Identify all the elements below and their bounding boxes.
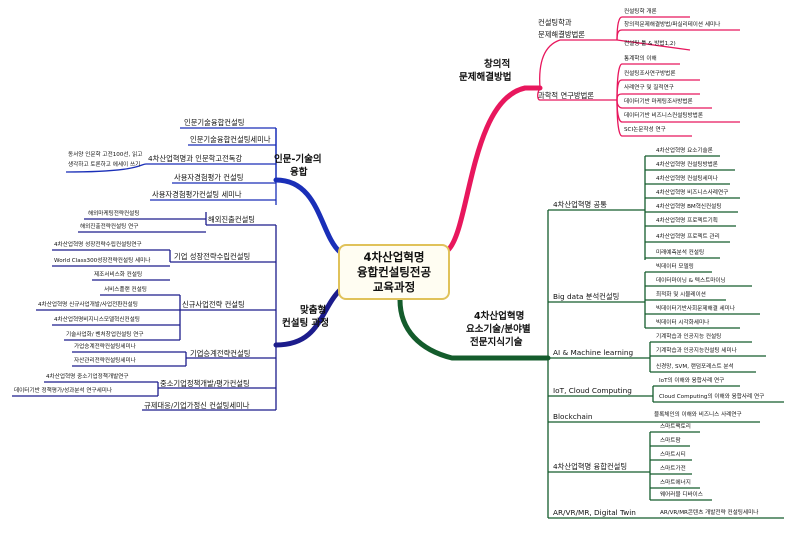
tech-fusion-item-5: 스마트에너지: [660, 480, 691, 486]
tech-fusion-item-4: 스마트가전: [660, 466, 686, 472]
custom-g2-item-1: 4차산업혁명 성장전략수립컨설팅연구: [54, 242, 142, 248]
tech-title-3: 전문지식기술: [470, 337, 523, 348]
center-line-3: 교육과정: [372, 279, 416, 294]
tech-common-item-1: 4차산업혁명 요소기술론: [656, 148, 713, 154]
tech-fusion-item-1: 스마트팩토리: [660, 424, 691, 430]
creative-sub1-line-1: 컨설팅학과: [538, 18, 572, 27]
tech-iot-label: IoT, Cloud Computing: [553, 386, 632, 395]
center-line-1: 4차산업혁명: [363, 249, 425, 264]
tech-fusion-label: 4차산업혁명 융합컨설팅: [553, 462, 628, 471]
custom-g3-item-1: 서비스플랜 컨설팅: [104, 287, 147, 293]
tech-common-item-3: 4차산업혁명 컨설팅세미나: [656, 176, 718, 182]
human-item-4: 사용자경험평가 컨설팅: [174, 173, 244, 182]
tech-bigdata-item-3: 최적화 및 시뮬레이션: [656, 292, 706, 298]
human-item-1: 인문기술융합컨설팅: [184, 118, 245, 127]
creative-title-1: 창의적: [484, 59, 511, 70]
tech-ai-item-1: 기계학습과 인공지능 컨설팅: [656, 334, 722, 340]
tech-bigdata-item-2: 데이터마이닝 & 텍스트마이닝: [656, 278, 726, 284]
human-item-2: 인문기술융합컨설팅세미나: [190, 135, 271, 144]
tech-ai-item-2: 기계학습과 인공지능컨설팅 세미나: [656, 348, 737, 354]
custom-g2-item-2: World Class300성장전략컨설팅 세미나: [54, 258, 151, 264]
creative-sub2-item-1: 통계학의 이해: [624, 56, 657, 62]
creative-sub2-item-6: SCI논문작성 연구: [624, 127, 666, 133]
custom-g4-label: 기업승계전략컨설팅: [190, 349, 251, 358]
tech-ai-item-3: 신경망, SVM, 랜덤포레스트 분석: [656, 364, 734, 370]
tech-fusion-item-2: 스마트팜: [660, 438, 681, 444]
tech-ai-label: AI & Machine learning: [553, 348, 634, 357]
human-note-2: 생각하고 토론하고 에세이 쓰기: [68, 162, 141, 168]
branch-custom-connector: [273, 287, 343, 348]
tech-bigdata-item-1: 빅데이터 모델링: [656, 264, 694, 270]
custom-g3-item-4: 기술사업화/ 벤처창업컨설팅 연구: [66, 332, 144, 338]
custom-g1-label: 해외진출컨설팅: [208, 215, 255, 224]
custom-title-1: 맞춤형: [300, 305, 327, 316]
custom-g1-item-2: 해외진출전략컨설팅 연구: [80, 224, 139, 230]
tech-common-item-5: 4차산업혁명 BM혁신컨설팅: [656, 204, 722, 210]
human-note-1: 동서양 인문학 고전100선, 읽고: [68, 152, 143, 158]
center-line-2: 융합컨설팅전공: [356, 264, 432, 279]
custom-g3-item-2: 4차산업혁명 신규사업개발/사업전환컨설팅: [38, 302, 138, 308]
branch-creative-connector: [445, 85, 543, 253]
custom-g2-label: 기업 성장전략수립컨설팅: [174, 252, 251, 261]
tech-fusion-item-6: 웨어러블 디바이스: [660, 492, 703, 498]
creative-sub1-item-3: 컨설팅 툴 & 방법1,2): [624, 41, 676, 47]
tech-common-item-4: 4차산업혁명 비즈니스사례연구: [656, 190, 729, 196]
creative-sub1-line-2: 문제해결방법론: [538, 30, 585, 39]
tech-fusion-item-3: 스마트시티: [660, 452, 686, 458]
tech-bigdata-label: Big data 분석컨설팅: [553, 292, 620, 301]
creative-sub1-item-2: 창의적문제해결방법/퍼실리테이션 세미나: [624, 22, 721, 28]
tech-title-1: 4차산업혁명: [474, 311, 525, 322]
creative-sub2-item-5: 데이터기반 비즈니스컨설팅방법론: [624, 113, 703, 119]
custom-g5-item-1: 4차산업혁명 중소기업정책개발연구: [46, 374, 129, 380]
custom-g4-item-1: 가업승계전략컨설팅세미나: [74, 344, 136, 350]
tech-common-item-8: 미래예측분석 컨설팅: [656, 250, 705, 256]
human-item-5: 사용자경험평가컨설팅 세미나: [152, 190, 242, 199]
tech-ar-label: AR/VR/MR, Digital Twin: [553, 508, 636, 517]
tech-common-item-6: 4차산업혁명 프로젝트기획: [656, 218, 718, 224]
tech-common-item-7: 4차산업혁명 프로젝트 관리: [656, 234, 720, 240]
human-item-3: 4차산업혁명과 인문학고전독강: [148, 154, 243, 163]
creative-sub2-label: 과학적 연구방법론: [538, 91, 595, 100]
tech-title-2: 요소기술/분야별: [466, 324, 531, 335]
tech-bigdata-item-5: 빅데이터 시각화세미나: [656, 320, 710, 326]
tech-ar-item-1: AR/VR/MR콘텐츠 개발전략 컨설팅세미나: [660, 510, 759, 516]
custom-g3-item-3: 4차산업혁명비지니스모델혁신컨설팅: [54, 317, 140, 323]
tech-blockchain-label: Blockchain: [553, 412, 593, 421]
tech-common-label: 4차산업혁명 공통: [553, 200, 607, 209]
creative-sub1-item-1: 컨설팅학 개론: [624, 9, 657, 15]
custom-g5-item-2: 데이터기반 정책평가/성과분석 연구세미나: [14, 388, 113, 394]
branch-human-connector: [273, 177, 343, 255]
human-title-1: 인문-기술의: [274, 154, 322, 165]
custom-g4-item-2: 자산관리전략컨설팅세미나: [74, 358, 136, 364]
creative-sub2-item-2: 컨설팅조사연구방법론: [624, 71, 676, 77]
center-topic: 4차산업혁명 융합컨설팅전공 교육과정: [338, 244, 450, 300]
branch-tech-connector: [397, 297, 551, 361]
tech-common-item-2: 4차산업혁명 컨설팅방법론: [656, 162, 718, 168]
custom-g3-label: 신규사업전략 컨설팅: [182, 300, 245, 309]
custom-title-2: 컨설팅 과정: [282, 318, 330, 329]
human-title-2: 융합: [290, 167, 308, 178]
tech-iot-item-1: IoT의 이해와 융합사례 연구: [659, 378, 725, 384]
custom-g1-item-1: 해외마케팅전략컨설팅: [88, 211, 140, 217]
creative-sub2-item-4: 데이터기반 마케팅조사방법론: [624, 99, 693, 105]
tech-iot-item-2: Cloud Computing의 이해와 융합사례 연구: [659, 394, 765, 400]
creative-sub2-item-3: 사례연구 및 질적연구: [624, 85, 674, 91]
tech-blockchain-item-1: 블록체인의 이해와 비즈니스 사례연구: [654, 412, 742, 418]
custom-g6-label: 규제대응/기업가정신 컨설팅세미나: [144, 401, 250, 410]
custom-g5-label: 중소기업정책개발/평가컨설팅: [160, 379, 250, 388]
creative-title-2: 문제해결방법: [459, 72, 512, 83]
tech-bigdata-item-4: 빅데이터기반사회문제해결 세미나: [656, 306, 735, 312]
custom-g2-item-3: 제조서비스화 컨설팅: [94, 272, 143, 278]
